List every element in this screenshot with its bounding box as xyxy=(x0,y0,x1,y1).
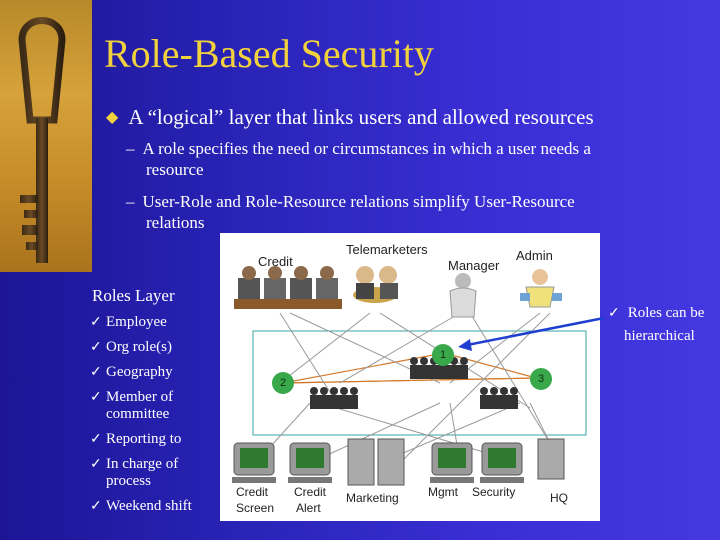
sub-bullet-1-line1: A role specifies the need or circumstanc… xyxy=(142,139,591,158)
list-item-label: Employee xyxy=(106,314,167,330)
telemarketers-icon xyxy=(353,266,398,303)
role-3-group-icon xyxy=(480,387,518,409)
sub-bullet-2-line1: User-Role and Role-Resource relations si… xyxy=(142,192,575,211)
credit-alert-label-1: Credit xyxy=(294,485,327,499)
admin-icon xyxy=(520,269,562,308)
credit-screen-label-2: Screen xyxy=(236,501,275,515)
hierarchy-note: ✓ Roles can be hierarchical xyxy=(608,302,704,347)
sub-bullet-2: –User-Role and Role-Resource relations s… xyxy=(126,191,686,233)
check-icon: ✓ xyxy=(90,432,102,447)
list-item: ✓ Weekend shift xyxy=(90,494,192,519)
list-item-label: In charge of xyxy=(106,456,179,472)
list-item-label: Member of xyxy=(106,389,174,405)
list-item-label: Org role(s) xyxy=(106,339,172,355)
dash-bullet-icon: – xyxy=(126,139,135,158)
sub-bullet-2-line2: relations xyxy=(146,213,205,232)
list-item-label: Geography xyxy=(106,364,173,380)
check-icon: ✓ xyxy=(90,340,102,355)
check-icon: ✓ xyxy=(608,306,620,321)
role-2-badge: 2 xyxy=(272,372,294,394)
roles-layer-heading: Roles Layer xyxy=(92,286,175,305)
credit-user-label: Credit xyxy=(258,254,293,269)
manager-icon xyxy=(449,273,477,318)
role-1-badge: 1 xyxy=(432,344,454,366)
diagram-lines xyxy=(232,266,587,486)
key-image xyxy=(0,0,92,272)
list-item-label: Reporting to xyxy=(106,431,182,447)
mgmt-computer-icon xyxy=(430,442,474,483)
role-2-group-icon xyxy=(310,387,358,409)
roles-list: ✓ Employee ✓ Org role(s) ✓ Geography ✓ Membe… xyxy=(90,310,192,519)
list-item-label-cont: committee xyxy=(106,406,170,422)
page-title: Role-Based Security xyxy=(104,31,434,76)
check-icon: ✓ xyxy=(90,390,102,405)
hq-label: HQ xyxy=(550,491,568,505)
admin-label: Admin xyxy=(516,248,553,263)
main-bullet: ◆ A “logical” layer that links users and … xyxy=(106,105,594,130)
diamond-bullet-icon: ◆ xyxy=(106,109,119,126)
check-icon: ✓ xyxy=(90,499,102,514)
list-item: ✓ Employee xyxy=(90,310,192,335)
check-icon: ✓ xyxy=(90,457,102,472)
sub-bullet-1: –A role specifies the need or circumstan… xyxy=(126,138,686,180)
manager-label: Manager xyxy=(448,258,500,273)
security-computer-icon xyxy=(480,442,524,483)
key-icon xyxy=(18,17,66,263)
list-item: ✓ Geography xyxy=(90,360,192,385)
dash-bullet-icon: – xyxy=(126,192,135,211)
list-item-label-cont: process xyxy=(106,473,151,489)
main-bullet-text: A “logical” layer that links users and a… xyxy=(128,105,594,129)
credit-alert-label-2: Alert xyxy=(296,501,321,515)
telemarketers-label: Telemarketers xyxy=(346,242,428,257)
list-item-label: Weekend shift xyxy=(106,498,192,514)
sub-bullet-1-line2: resource xyxy=(146,160,204,179)
list-item: ✓ Reporting to xyxy=(90,427,192,452)
role-diagram: Credit Telemarketers Manager Admin 1 2 3… xyxy=(220,233,600,521)
marketing-server-icon xyxy=(347,438,405,486)
check-icon: ✓ xyxy=(90,315,102,330)
credit-alert-computer-icon xyxy=(288,442,332,483)
marketing-label: Marketing xyxy=(346,491,399,505)
role-3-badge: 3 xyxy=(530,368,552,390)
mgmt-label: Mgmt xyxy=(428,485,458,499)
check-icon: ✓ xyxy=(90,365,102,380)
list-item: ✓ Org role(s) xyxy=(90,335,192,360)
security-label: Security xyxy=(472,485,516,499)
hierarchy-note-line2: hierarchical xyxy=(624,328,695,344)
credit-screen-label-1: Credit xyxy=(236,485,269,499)
credit-screen-computer-icon xyxy=(232,442,276,483)
credit-users-icon xyxy=(234,266,342,309)
hq-server-icon xyxy=(537,438,565,480)
hierarchy-note-line1: Roles can be xyxy=(627,305,705,321)
